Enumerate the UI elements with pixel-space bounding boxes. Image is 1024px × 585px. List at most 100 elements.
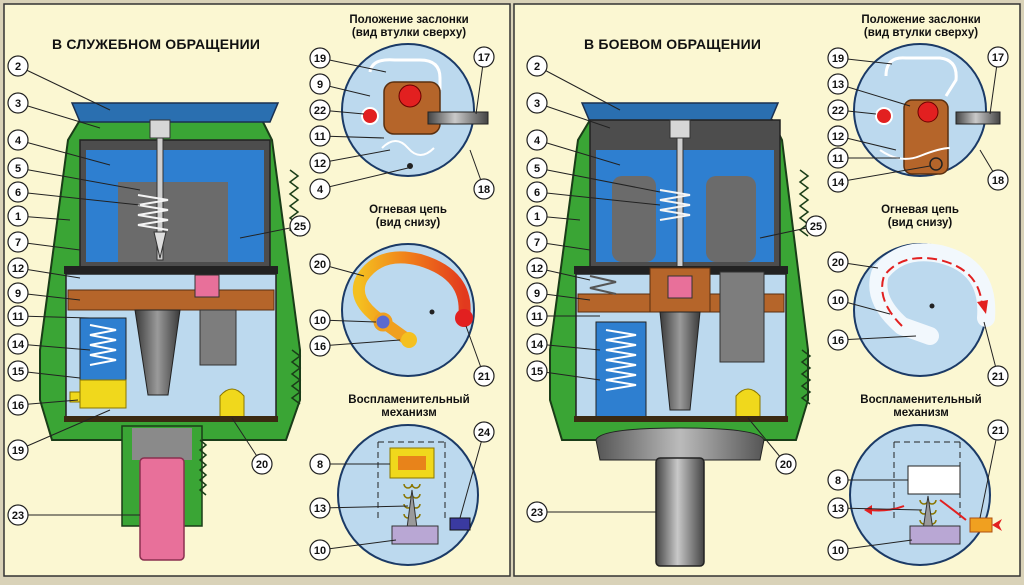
left-igniter-callout-13: 13 [314,503,326,515]
left-main-callout-16: 16 [12,400,24,412]
left-igniter-cap-inner [398,456,426,470]
right-fire-callout-circle-16 [827,329,849,351]
left-main-leader-5 [17,167,141,191]
left-shutter-callout-circle-11 [309,125,331,147]
right-main-callout-circle-2 [526,55,548,77]
left-fire-callout-20: 20 [314,259,326,271]
left-shutter-callout-circle-12 [309,152,331,174]
right-detonator [655,457,705,567]
right-shutter-callout-circle-18 [987,169,1009,191]
right-main-callout-circle-12 [526,257,548,279]
left-main-callout-circle-9 [7,282,29,304]
right-igniter-title-line2: механизм [893,407,949,419]
left-igniter-callout-10: 10 [314,545,326,557]
right-main-callout-20: 20 [780,459,792,471]
left-spring [137,194,169,231]
left-fire-callout-circle-10 [309,309,331,331]
left-main-callout-11: 11 [12,311,24,323]
left-igniter-leader-24 [459,431,485,519]
left-fire-callout-circle-16 [309,335,331,357]
right-shutter-leader-13 [837,83,911,107]
right-shutter-leader-14 [837,165,931,183]
right-igniter-callout-8: 8 [835,475,841,487]
right-igniter-callout-circle-10 [827,539,849,561]
right-shutter-title: Положение заслонки (вид втулки сверху) [858,14,984,40]
left-shutter-callout-circle-19 [309,47,331,69]
left-fire-leader-16 [319,339,401,347]
right-fire-title-line1: Огневая цепь [881,204,959,216]
left-igniter-base [391,525,439,545]
right-shutter-bolt [955,111,1001,125]
left-bottom-bar [64,416,278,422]
left-main-callout-circle-20 [251,453,273,475]
left-inner-chamber [118,182,228,262]
left-main-callout-4: 4 [15,135,22,147]
right-igniter-callout-21: 21 [992,425,1004,437]
left-shutter-callout-circle-18 [473,178,495,200]
left-main-callout-5: 5 [15,163,21,175]
right-main-callout-circle-11 [526,305,548,327]
right-shutter-callout-17: 17 [992,52,1004,64]
left-main-leader-19 [17,409,111,451]
right-main-callout-circle-14 [526,333,548,355]
right-igniter-callout-13: 13 [832,503,844,515]
right-fire-arrow-path [881,257,983,327]
left-shutter-pin [361,107,379,125]
right-fire-title: Огневая цепь (вид снизу) [864,204,976,230]
right-main-callout-circle-1 [526,205,548,227]
left-igniter-callout-circle-13 [309,497,331,519]
right-igniter-callout-circle-13 [827,497,849,519]
right-spring [659,189,691,221]
left-shank-bore [132,428,192,460]
right-igniter-flame-left [869,505,905,512]
right-shutter-callout-circle-14 [827,171,849,193]
right-main-callout-circle-4 [526,129,548,151]
right-main-callout-2: 2 [534,61,540,73]
left-top-cap [70,102,280,123]
right-spring-lever [589,275,617,295]
right-fire-callout-circle-10 [827,289,849,311]
left-igniter-element [449,517,471,531]
right-spring-housing [595,321,647,419]
right-spring-lower [605,329,637,391]
right-main-callout-15: 15 [531,366,543,378]
left-igniter-title-line2: механизм [381,407,437,419]
left-main-callout-9: 9 [15,288,21,300]
right-fire-callout-circle-21 [987,365,1009,387]
right-shutter-slider [903,99,949,175]
right-fire-center [929,303,935,309]
left-slider [67,289,275,311]
left-main-callout-circle-6 [7,181,29,203]
right-fire-chain-view [853,243,996,377]
left-igniter [69,379,127,409]
right-igniter-view [849,424,1002,566]
right-igniter-title-line1: Воспламенительный [860,394,982,406]
left-shutter-outline [368,58,442,90]
left-fire-arc [352,251,471,328]
left-shutter-callout-12: 12 [314,158,326,170]
right-igniter-title: Воспламенительный механизм [858,394,984,420]
right-main-leaders [536,65,817,513]
left-igniter-callout-circle-8 [309,453,331,475]
left-main-callout-circle-4 [7,129,29,151]
left-plate [64,266,278,274]
right-main-callout-25: 25 [810,221,822,233]
right-main-leader-5 [536,167,661,193]
left-main-callout-circle-14 [7,333,29,355]
right-shutter-callout-circle-11 [827,147,849,169]
left-main-leader-4 [17,139,111,166]
right-shutter-callout-22: 22 [832,105,844,117]
right-main-callout-14: 14 [531,339,544,351]
right-bottom-bar [574,416,788,422]
left-main-callout-circle-12 [7,257,29,279]
right-main-callout-6: 6 [534,187,540,199]
left-fire-callout-circle-21 [473,365,495,387]
right-fire-callout-21: 21 [992,371,1004,383]
left-fire-circle [341,243,475,377]
right-main-callout-12: 12 [531,263,543,275]
left-main-callout-circle-1 [7,205,29,227]
left-shutter-callout-4: 4 [317,184,324,196]
